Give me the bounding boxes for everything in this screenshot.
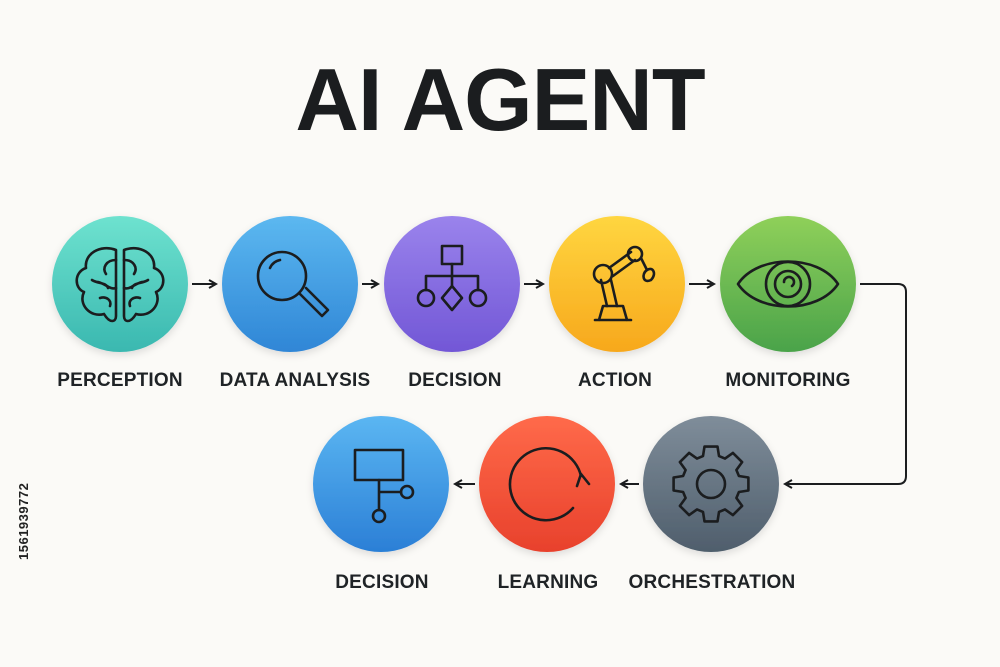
step-circle (479, 416, 615, 552)
step-label-decision: DECISION (408, 370, 502, 391)
flowchart-icon (416, 244, 488, 312)
step-node-6 (643, 416, 779, 552)
brain-icon (75, 247, 165, 323)
page-title: AI AGENT (295, 50, 705, 149)
step-label-data-analysis: DATA ANALYSIS (219, 370, 371, 391)
magnifier-icon (256, 250, 330, 318)
step-node-2 (222, 216, 358, 352)
step-label-monitoring: MONITORING (725, 370, 851, 391)
step-label-action: ACTION (577, 370, 653, 391)
step-label-decision-2: DECISION (335, 572, 429, 593)
step-label-orchestration: ORCHESTRATION (628, 572, 796, 593)
step-circle (313, 416, 449, 552)
step-node-4 (549, 216, 685, 352)
step-node-5 (720, 216, 856, 352)
connectors (192, 283, 907, 484)
step-circle (222, 216, 358, 352)
step-node-7 (479, 416, 615, 552)
step-node-8 (313, 416, 449, 552)
nodes (52, 216, 856, 552)
step-label-perception: PERCEPTION (57, 370, 183, 391)
step-node-3 (384, 216, 520, 352)
node-diagram-icon (353, 448, 415, 524)
cycle-arrow-icon (508, 446, 591, 522)
flow-arrow-elbow (785, 283, 907, 484)
step-circle (549, 216, 685, 352)
eye-icon (736, 260, 840, 308)
step-label-learning: LEARNING (497, 572, 599, 593)
step-circle (52, 216, 188, 352)
robot-arm-icon (592, 245, 656, 322)
step-node-1 (52, 216, 188, 352)
stock-id-text: 1561939772 (16, 482, 31, 560)
step-circle (720, 216, 856, 352)
step-circle (643, 416, 779, 552)
gear-icon (672, 445, 750, 523)
